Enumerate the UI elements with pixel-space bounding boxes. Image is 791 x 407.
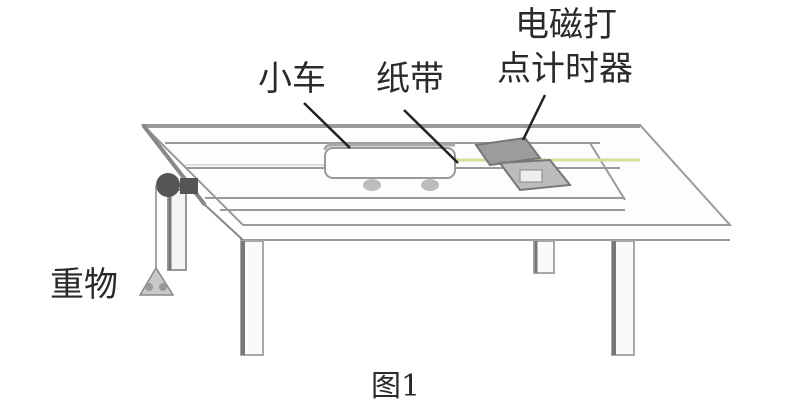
cart-wheel xyxy=(363,179,381,191)
timer-leader-line xyxy=(521,94,547,141)
cart-leader-line xyxy=(303,102,351,149)
table-leg-back-right xyxy=(533,240,555,274)
electromagnetic-timer xyxy=(474,136,572,192)
cart xyxy=(323,143,456,191)
label-cart: 小车 xyxy=(258,59,326,99)
label-timer-line1: 电磁打 xyxy=(515,5,617,45)
weight xyxy=(138,266,175,296)
cart-wheel xyxy=(421,179,439,191)
label-weight: 重物 xyxy=(50,265,118,305)
pulley xyxy=(156,173,198,197)
figure-caption: 图1 xyxy=(371,369,421,404)
tape-leader-line xyxy=(403,109,459,164)
label-timer-line2: 点计时器 xyxy=(497,49,633,89)
label-paper-tape: 纸带 xyxy=(376,59,444,99)
